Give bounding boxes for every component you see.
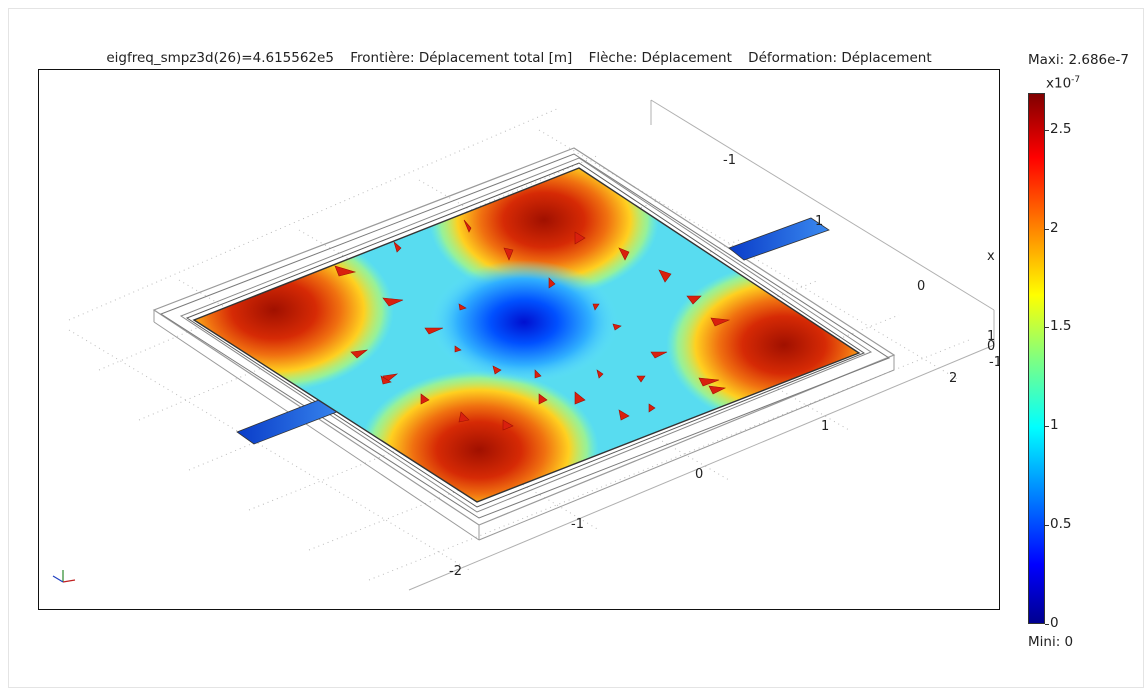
- arrow-glyph: [424, 327, 444, 335]
- arrow-label: Flèche: Déplacement: [588, 50, 732, 66]
- colorbar-min-label: Mini: 0: [1028, 634, 1074, 650]
- x-tick-label: -1: [571, 517, 584, 532]
- axis-labels: -2 -1 0 1 2 -1 0 1 -1 0 1 x 1e: [449, 153, 999, 579]
- arrow-glyph: [648, 403, 656, 413]
- colorbar-tick: [1045, 228, 1049, 230]
- arrow-glyph: [658, 269, 672, 283]
- x-tick-label: 0: [695, 467, 703, 482]
- z-tick-label: -1: [723, 153, 736, 168]
- deformation-label: Déformation: Déplacement: [748, 50, 932, 66]
- arrow-glyph: [618, 409, 630, 421]
- arrow-glyph: [650, 351, 668, 359]
- boundary-label: Frontière: Déplacement total [m]: [350, 50, 573, 66]
- arrow-glyph: [380, 375, 392, 385]
- colorbar-tick: [1045, 327, 1049, 329]
- arrow-glyph: [708, 385, 727, 395]
- hot-spot-right: [666, 263, 859, 427]
- colorbar-max-label: Maxi: 2.686e-7: [1028, 52, 1129, 68]
- hot-spot-left: [194, 228, 394, 392]
- colorbar-tick-label: 2: [1050, 219, 1059, 236]
- y-tick-label: 1: [815, 214, 823, 229]
- colorbar-tick: [1045, 624, 1049, 625]
- arrow-glyph: [420, 393, 430, 405]
- arrow-glyph: [596, 369, 604, 379]
- arrow-glyph: [548, 277, 556, 289]
- arrow-glyph: [574, 231, 586, 245]
- arrow-glyph: [502, 419, 514, 431]
- colorbar-tick-label: 0.5: [1050, 516, 1072, 533]
- arrow-glyph: [698, 377, 720, 387]
- y-tick-label: 0: [917, 279, 925, 294]
- colorbar-tick-label: 1.5: [1050, 318, 1072, 335]
- plate-3d-view[interactable]: -2 -1 0 1 2 -1 0 1 -1 0 1 x 1e: [39, 70, 999, 609]
- arrow-glyph: [350, 349, 369, 359]
- arrow-glyph: [458, 303, 467, 311]
- y-tick-label: -1: [989, 355, 999, 370]
- arrow-glyph: [574, 391, 586, 405]
- arrow-glyph: [636, 375, 646, 383]
- plate-surface: [194, 168, 859, 502]
- axis-scale-label: x 1e: [987, 249, 999, 264]
- colorbar-tick: [1045, 129, 1049, 131]
- arrow-glyph: [538, 393, 548, 405]
- arrow-glyph: [592, 303, 600, 311]
- colorbar-tick-label: 2.5: [1050, 120, 1072, 137]
- arrow-glyph: [458, 411, 470, 423]
- electrode-tab-right: [728, 217, 830, 261]
- expression-label: eigfreq_smpz3d(26)=4.615562e5: [106, 50, 334, 66]
- cold-spot-center: [429, 260, 619, 384]
- colorbar-tick-label: 0: [1050, 615, 1059, 631]
- plate-outline: [192, 167, 861, 503]
- arrow-glyph: [334, 265, 357, 277]
- arrow-glyph: [612, 323, 622, 331]
- colorbar: [1028, 93, 1045, 624]
- colorbar-tick: [1045, 426, 1049, 428]
- colorbar-multiplier: x10-7: [1046, 75, 1080, 92]
- plot-title: eigfreq_smpz3d(26)=4.615562e5 Frontière:…: [38, 50, 1000, 66]
- axes-orientation-icon[interactable]: [52, 570, 76, 583]
- arrow-glyph: [492, 365, 502, 375]
- arrow-glyph: [393, 241, 402, 253]
- plot-area[interactable]: -2 -1 0 1 2 -1 0 1 -1 0 1 x 1e: [38, 69, 1000, 610]
- x-tick-label: 1: [821, 419, 829, 434]
- x-tick-label: 2: [949, 371, 957, 386]
- arrow-glyph: [534, 369, 542, 379]
- arrow-glyph: [618, 247, 630, 261]
- colorbar-multiplier-base: x10: [1046, 75, 1072, 92]
- arrow-glyph: [686, 295, 702, 305]
- z-tick-label: 0: [987, 339, 995, 354]
- arrow-glyph: [382, 297, 404, 307]
- arrow-glyph: [710, 317, 731, 327]
- bounding-box: [408, 99, 995, 591]
- x-tick-label: -2: [449, 564, 462, 579]
- colorbar-tick-label: 1: [1050, 417, 1059, 434]
- substrate-layers: [152, 147, 896, 541]
- z-tick-label: 1: [987, 329, 995, 344]
- colorbar-multiplier-exp: -7: [1071, 75, 1081, 85]
- arrow-glyph: [503, 247, 514, 261]
- arrow-glyph: [463, 219, 472, 233]
- arrow-glyph: [454, 345, 462, 353]
- displacement-arrows: [334, 219, 731, 431]
- colorbar-tick: [1045, 525, 1049, 527]
